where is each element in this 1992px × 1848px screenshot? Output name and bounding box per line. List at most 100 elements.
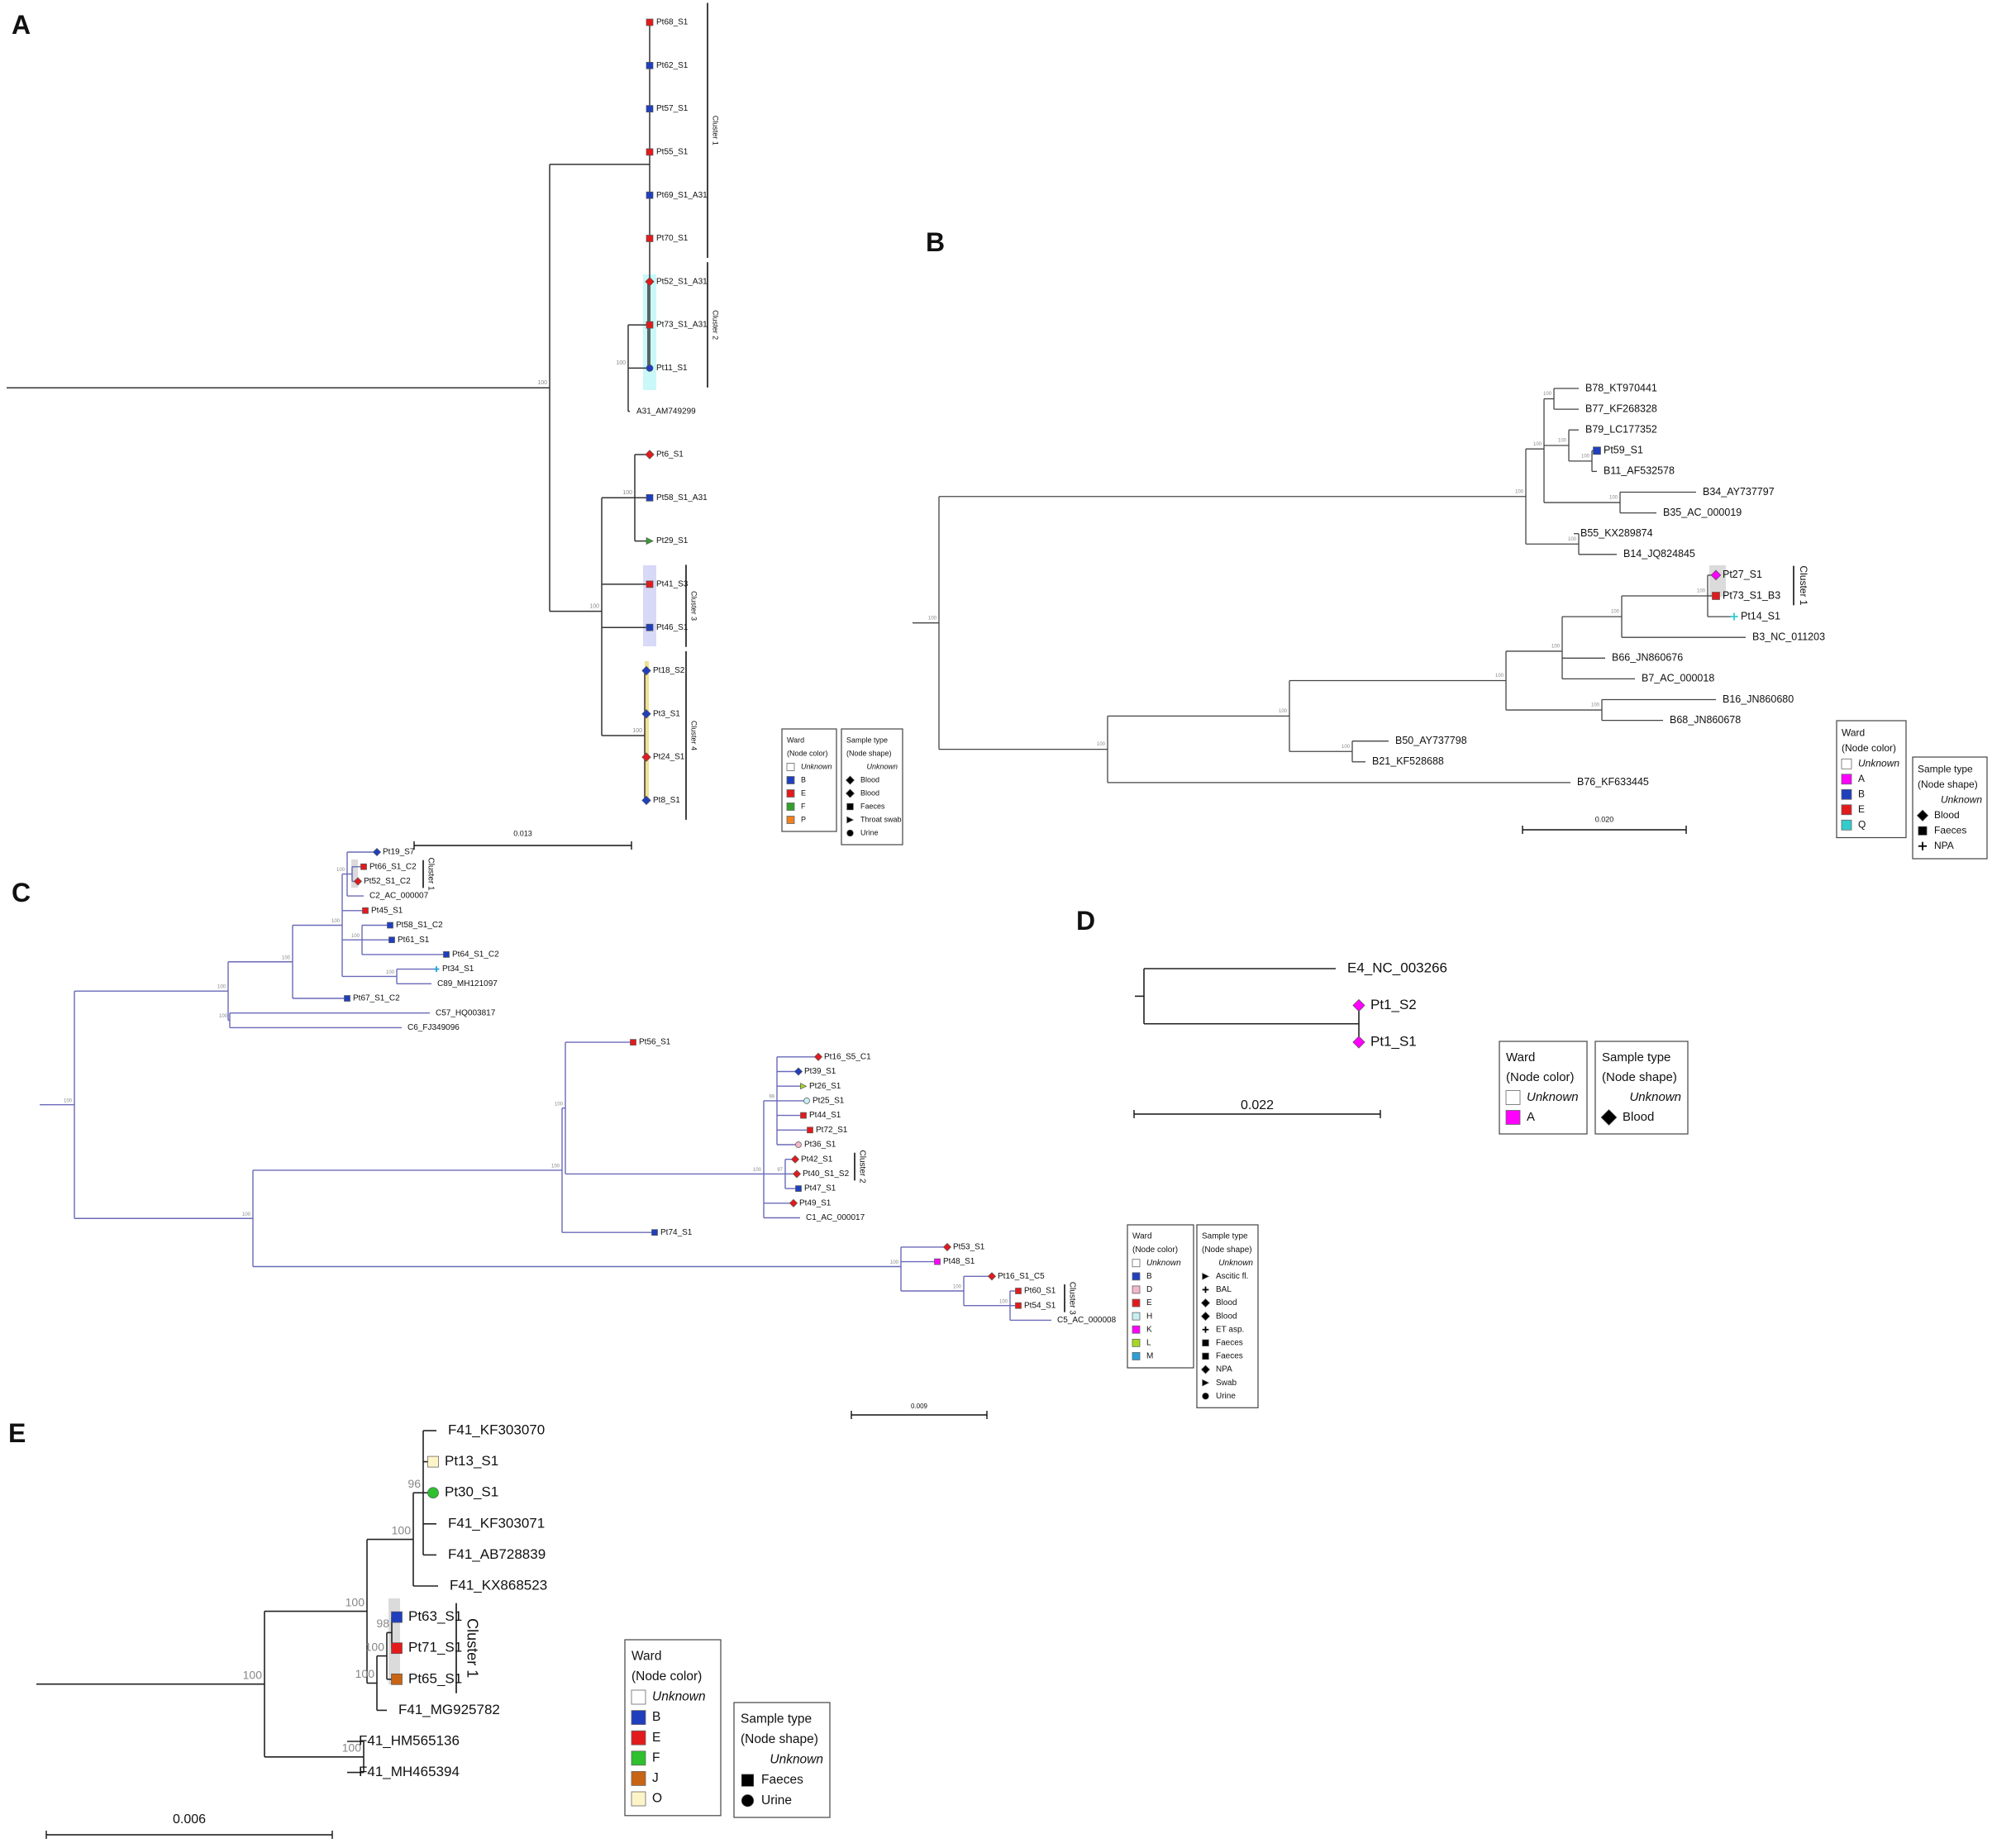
panel-d-ward-swatch-a	[1505, 1110, 1521, 1125]
panel-c-sample-item-bal: BAL	[1216, 1285, 1232, 1294]
panel-b-ward-legend-title: (Node color)	[1842, 742, 1896, 754]
panel-c-cluster-label: Cluster 1	[426, 858, 435, 891]
panel-letter-c: C	[12, 878, 31, 907]
panel-c-support-value: 100	[551, 1165, 560, 1169]
panel-e-leaf-pt63-s1: Pt63_S1	[408, 1608, 462, 1624]
panel-e-leaf-pt71-s1: Pt71_S1	[408, 1640, 462, 1655]
panel-e-sample-shape-urine	[741, 1794, 755, 1808]
panel-d-sample-item-blood: Blood	[1623, 1110, 1654, 1124]
panel-b-tree: 1001001001001001001001001001001001001001…	[913, 382, 1988, 860]
panel-c-sample-item-unknown: Unknown	[1218, 1259, 1253, 1268]
panel-a-ward-item-unknown: Unknown	[801, 762, 832, 770]
panel-c-sample-item-et-asp: ET asp.	[1216, 1325, 1244, 1334]
panel-c-leaf-pt42-s1: Pt42_S1	[801, 1155, 833, 1164]
panel-e-support-value: 96	[407, 1477, 421, 1490]
panel-e-leaf-f41-ab728839: F41_AB728839	[448, 1546, 546, 1562]
panel-e-ward-swatch-o	[631, 1791, 646, 1807]
panel-a-node-pt52-s1-a31	[645, 277, 655, 287]
panel-d-leaf-e4-nc-003266: E4_NC_003266	[1347, 960, 1447, 975]
panel-c-ward-swatch-unknown	[1132, 1259, 1141, 1268]
panel-a-ward-swatch-e	[786, 789, 795, 798]
panel-a-sample-item-blood: Blood	[860, 775, 879, 783]
panel-e-leaf-f41-mg925782: F41_MG925782	[398, 1702, 500, 1717]
panel-b-node-pt59-s1	[1593, 446, 1601, 455]
panel-a-ward-legend-title: Ward	[787, 736, 804, 744]
panel-a-support-value: 100	[632, 728, 642, 734]
panel-e-leaf-f41-kx868523: F41_KX868523	[450, 1577, 547, 1593]
panel-c-support-value: 99	[769, 1094, 774, 1099]
panel-d-ward-item-a: A	[1527, 1110, 1535, 1124]
panel-b-sample-item-faeces: Faeces	[1934, 824, 1966, 836]
panel-b-leaf-b14-jq824845: B14_JQ824845	[1623, 548, 1695, 560]
panel-c-sample-shape-urine	[1202, 1393, 1209, 1400]
panel-a-node-pt62-s1	[646, 61, 654, 69]
panel-a-node-pt8-s1	[641, 795, 651, 806]
panel-c-leaf-pt44-s1: Pt44_S1	[809, 1111, 841, 1120]
panel-b-support-value: 100	[1342, 745, 1351, 750]
panel-a-cluster-shade	[643, 565, 656, 646]
panel-c-leaf-c89-mh121097: C89_MH121097	[437, 979, 498, 988]
panel-c-node-pt53-s1	[942, 1242, 952, 1251]
panel-c-node-pt60-s1	[1015, 1288, 1022, 1294]
panel-letter-b: B	[926, 227, 946, 257]
panel-b-ward-item-q: Q	[1858, 818, 1866, 830]
panel-letter-a: A	[12, 10, 31, 40]
panel-c-node-pt16-s1-c5	[987, 1272, 997, 1281]
panel-a-node-pt55-s1	[646, 148, 654, 156]
panel-a-node-pt70-s1	[646, 235, 654, 242]
panel-b-leaf-b55-kx289874: B55_KX289874	[1580, 527, 1653, 539]
panel-c-leaf-pt66-s1-c2: Pt66_S1_C2	[369, 862, 417, 871]
panel-c-node-pt26-s1	[800, 1083, 808, 1090]
panel-d-scale-label: 0.022	[1241, 1098, 1274, 1112]
panel-d-node-pt1-s1	[1352, 1036, 1365, 1049]
panel-c-ward-swatch-b	[1132, 1272, 1141, 1281]
panel-e-scale-label: 0.006	[173, 1812, 206, 1827]
panel-c-node-pt54-s1	[1015, 1302, 1022, 1309]
panel-c-leaf-pt54-s1: Pt54_S1	[1024, 1301, 1056, 1310]
panel-b-support-value: 100	[1609, 496, 1618, 501]
panel-c-leaf-pt16-s5-c1: Pt16_S5_C1	[824, 1052, 871, 1061]
panel-c-sample-item-faeces: Faeces	[1216, 1338, 1243, 1347]
panel-d-node-pt1-s2	[1352, 998, 1365, 1012]
panel-c-node-pt56-s1	[630, 1039, 636, 1045]
panel-e-ward-legend	[624, 1639, 722, 1817]
panel-d-sample-legend-title: Sample type	[1602, 1050, 1670, 1065]
panel-d-sample-item-unknown: Unknown	[1629, 1090, 1681, 1104]
panel-d-sample-legend-title: (Node shape)	[1602, 1070, 1677, 1084]
panel-a-sample-item-blood: Blood	[860, 788, 879, 797]
panel-b-sample-legend-title: (Node shape)	[1918, 779, 1978, 790]
panel-a-leaf-pt3-s1: Pt3_S1	[653, 709, 680, 718]
panel-c-leaf-c57-hq003817: C57_HQ003817	[436, 1008, 496, 1017]
panel-e-ward-swatch-b	[631, 1710, 646, 1726]
panel-c-leaf-pt40-s1-s2: Pt40_S1_S2	[803, 1169, 850, 1179]
panel-c-node-pt48-s1	[934, 1258, 941, 1265]
panel-a-leaf-pt73-s1-a31: Pt73_S1_A31	[656, 321, 708, 330]
panel-c-sample-item-urine: Urine	[1216, 1392, 1236, 1401]
panel-c-support-value: 100	[953, 1285, 962, 1290]
panel-a-tree: 100100100100100Pt68_S1Pt62_S1Pt57_S1Pt55…	[7, 2, 903, 850]
panel-e-node-pt63-s1	[391, 1611, 403, 1623]
panel-e-ward-item-b: B	[652, 1710, 660, 1724]
panel-c-node-pt36-s1	[795, 1141, 802, 1148]
panel-a-node-pt24-s1	[641, 752, 651, 762]
panel-b-sample-item-npa: NPA	[1934, 840, 1954, 851]
panel-b-ward-swatch-e	[1841, 804, 1852, 816]
panel-b-support-value: 100	[1097, 742, 1106, 747]
panel-b-leaf-b76-kf633445: B76_KF633445	[1577, 776, 1649, 788]
panel-c-leaf-pt56-s1: Pt56_S1	[639, 1038, 671, 1047]
panel-b-leaf-pt59-s1: Pt59_S1	[1604, 445, 1643, 456]
panel-a-support-value: 100	[537, 380, 547, 386]
panel-a-leaf-pt29-s1: Pt29_S1	[656, 536, 689, 545]
panel-a-node-pt69-s1-a31	[646, 191, 654, 199]
panel-d-ward-legend-title: (Node color)	[1506, 1070, 1575, 1084]
panel-b-ward-swatch-q	[1841, 819, 1852, 831]
panel-c-leaf-c5-ac-000008: C5_AC_000008	[1057, 1316, 1117, 1325]
panel-c-sample-item-blood: Blood	[1216, 1312, 1237, 1321]
panel-c-leaf-pt58-s1-c2: Pt58_S1_C2	[396, 921, 443, 930]
panel-a-sample-item-urine: Urine	[860, 828, 879, 836]
panel-a-leaf-pt46-s1: Pt46_S1	[656, 623, 689, 632]
panel-b-sample-shape-faeces	[1918, 826, 1928, 836]
panel-c-node-pt74-s1	[651, 1229, 658, 1236]
panel-c-ward-item-b: B	[1146, 1272, 1152, 1281]
